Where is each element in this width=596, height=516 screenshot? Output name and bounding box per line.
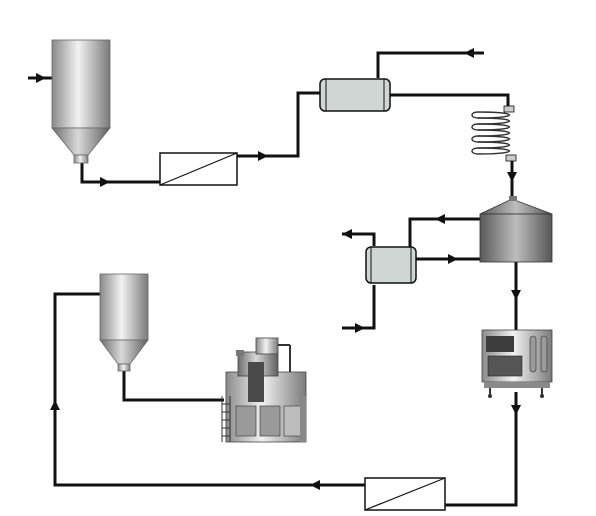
silo-to-packing-pipe [122,370,224,402]
arrow-tank2-inlet [355,323,365,333]
silo-to-filter-pipe [80,163,160,184]
arrow-reactor-to-oven [511,290,521,300]
arrow-oven-down [511,405,521,415]
arrow-tank2-to-reactor [448,254,458,264]
arrow-coil-to-reactor [507,172,517,182]
filter-1 [159,152,238,186]
tank2-inlet-pipe [342,285,376,330]
feed-silo [51,39,111,164]
tank-1 [319,78,391,112]
tank-to-coil-pipe [390,93,510,108]
arrow-silo-to-filter [100,177,110,187]
product-silo [99,273,149,372]
coil-heater [471,105,517,162]
pipes [28,51,518,507]
arrow-reactor-to-tank2 [435,214,445,224]
arrow-return-up [50,400,60,410]
top-inlet-pipe [376,51,484,78]
arrow-feed-inlet [36,73,46,83]
filter-2 [364,477,446,511]
filter-to-tank-pipe [237,91,320,158]
tank2-outlet-pipe [342,232,376,246]
reactor-to-tank2-pipe [408,217,480,248]
flow-arrows [36,48,521,490]
arrow-filter-to-tank [258,151,268,161]
oven-to-filter2-pipe [445,392,518,507]
arrow-top-inlet [464,48,474,58]
tank-2 [365,246,417,284]
filter2-to-silo-pipe [53,292,365,487]
reactor-vessel [479,196,553,263]
arrow-return-line [310,480,320,490]
oven-machine [481,329,553,398]
arrow-tank2-outlet [342,229,352,239]
packaging-machine [221,337,307,443]
